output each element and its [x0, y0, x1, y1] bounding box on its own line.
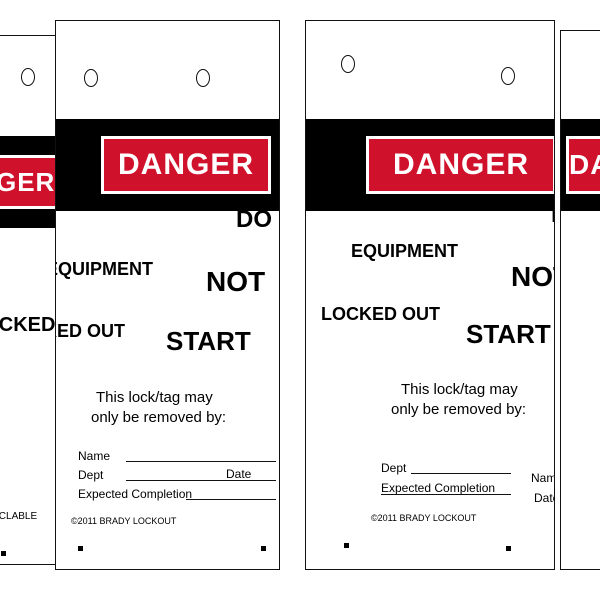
field-label-completion: Expected Completion [381, 481, 496, 495]
sub-line: LOCKED OUT [0, 314, 69, 336]
corner-mark [1, 551, 6, 556]
field-line [411, 473, 511, 474]
tag-1: DANGER DO NOT START EQUIPMENT LOCKED OUT… [55, 20, 280, 570]
header-band: DANGER [561, 119, 600, 211]
danger-header: DANGER [101, 136, 271, 194]
main-line-not: NOT [206, 266, 266, 297]
footer-code: ©2011 BRADY LOCKOUT [71, 516, 177, 526]
main-line-not: NOT [511, 261, 554, 292]
danger-header: DANGER [0, 155, 61, 209]
header-band: DANGER [306, 119, 554, 211]
tag-right-partial: DANGER [560, 30, 600, 570]
corner-mark [261, 546, 266, 551]
field-line [126, 461, 276, 462]
corner-mark [344, 543, 349, 548]
field-label-date: Date [226, 467, 252, 481]
corner-mark [78, 546, 83, 551]
body-text: only be removed by: [391, 401, 527, 418]
sub-line-equipment: EQUIPMENT [55, 259, 154, 279]
tag-hole [501, 67, 515, 85]
field-label-date: Date [534, 491, 554, 505]
field-line [381, 494, 511, 495]
tag-hole [341, 55, 355, 73]
body-text: only be removed by: [91, 409, 227, 426]
field-label-name: Name [531, 471, 554, 485]
field-label-name: Name [78, 449, 111, 463]
tag-hole [196, 69, 210, 87]
main-line-start: START [466, 319, 551, 349]
sub-line-equipment: EQUIPMENT [351, 241, 459, 261]
footer-code: RECYCLABLE [0, 511, 38, 522]
danger-header: DANGER [366, 136, 554, 194]
field-line [126, 480, 276, 481]
field-label-completion: Expected Completion [78, 487, 193, 501]
sub-line-locked: LOCKED OUT [321, 304, 440, 324]
field-label-dept: Dept [78, 468, 104, 482]
header-band: DANGER [56, 119, 279, 211]
corner-mark [506, 546, 511, 551]
main-line-start: START [166, 326, 251, 356]
main-line-do: DO [236, 206, 272, 233]
tag-hole [21, 68, 35, 86]
footer-code: ©2011 BRADY LOCKOUT [371, 513, 477, 523]
field-line [186, 499, 276, 500]
body-text: This lock/tag may [401, 381, 518, 398]
sub-line-locked: LOCKED OUT [56, 321, 125, 341]
field-label-dept: Dept [381, 461, 407, 475]
body-text: This lock/tag may [96, 389, 213, 406]
danger-header: DANGER [566, 136, 600, 194]
tag-hole [84, 69, 98, 87]
main-line-do: DO [551, 201, 554, 229]
tag-2: DANGER DO EQUIPMENT NOT LOCKED OUT START… [305, 20, 555, 570]
